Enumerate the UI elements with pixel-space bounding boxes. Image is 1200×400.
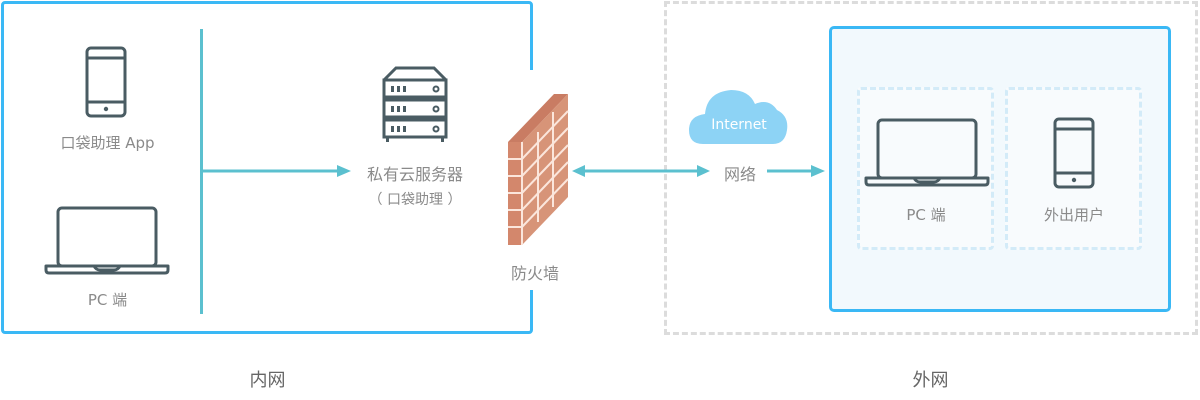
external-pc-card [857, 87, 994, 250]
server-label: 私有云服务器 [366, 165, 463, 184]
mobile-phone-icon [85, 46, 127, 118]
cloud-text: Internet [711, 117, 767, 133]
cloud-icon [689, 90, 788, 144]
laptop-icon [864, 118, 990, 187]
arrow-to-external [767, 165, 825, 177]
extranet-boundary [664, 1, 1198, 335]
device-label-app: 口袋助理 App [60, 134, 155, 152]
external-mobile-card [1005, 87, 1142, 250]
intranet-zone-label: 内网 [249, 370, 286, 391]
firewall-label: 防火墙 [510, 264, 559, 283]
device-label-pc: PC 端 [87, 291, 128, 309]
arrow-firewall-network [572, 165, 710, 177]
server-sublabel: （ 口袋助理 ） [368, 192, 462, 208]
external-pc-label: PC 端 [906, 206, 946, 224]
mobile-phone-icon [1053, 117, 1095, 189]
network-label: 网络 [723, 165, 756, 184]
server-rack-icon [382, 66, 448, 142]
external-mobile-label: 外出用户 [1043, 206, 1104, 224]
extranet-zone-label: 外网 [912, 370, 949, 391]
brick-wall-icon [508, 94, 569, 245]
laptop-icon [44, 206, 170, 275]
arrow-to-server [201, 165, 351, 177]
